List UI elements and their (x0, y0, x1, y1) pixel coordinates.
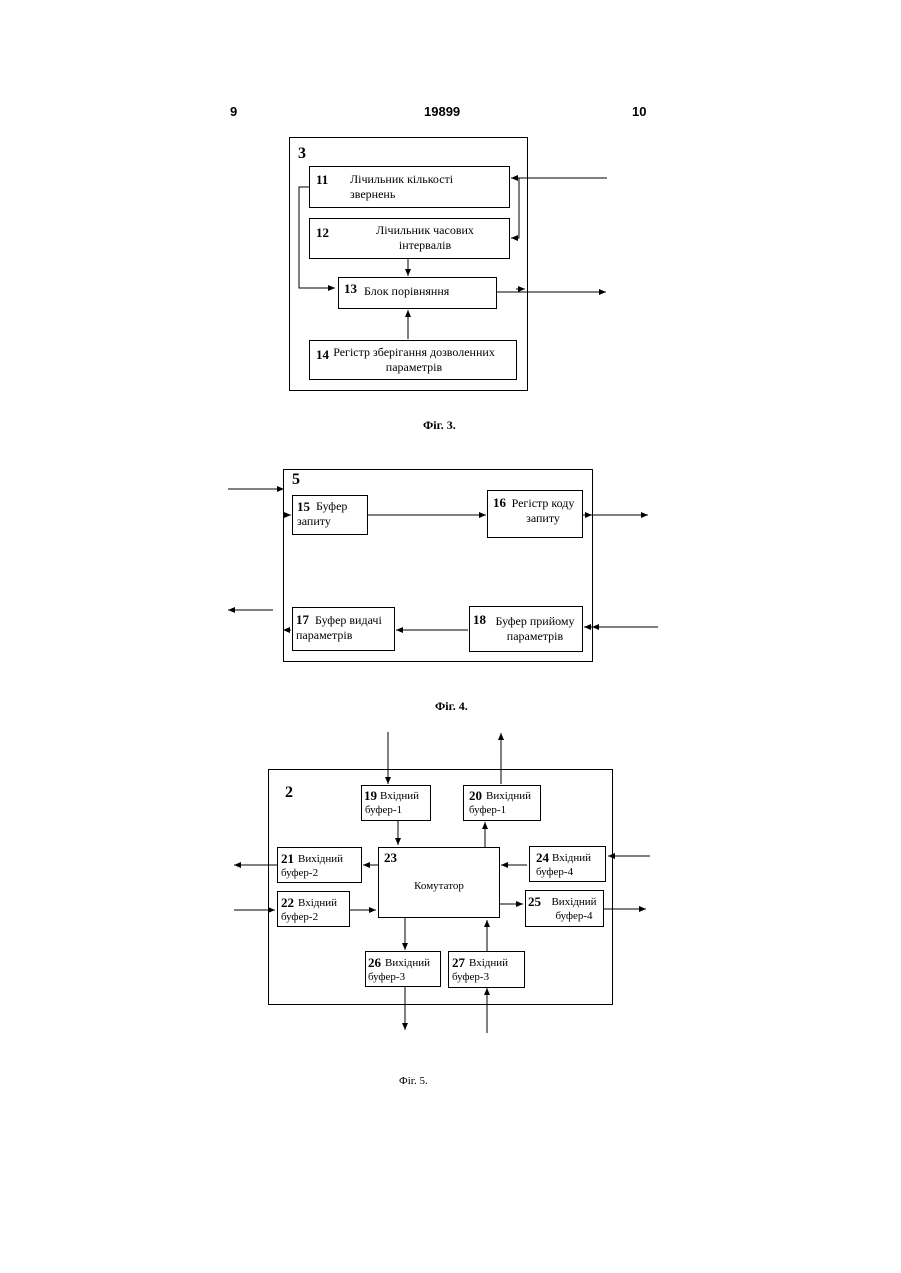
block-number: 25 (528, 894, 541, 910)
fig3-caption: Фіг. 3. (423, 418, 456, 433)
page-number-left: 9 (230, 104, 237, 119)
block-number: 18 (473, 612, 486, 628)
fig5-caption: Фіг. 5. (399, 1074, 428, 1089)
fig3-block-number: 3 (298, 145, 306, 163)
fig5-block-21: 21 Вихідний буфер-2 (277, 847, 362, 883)
block-label: Вихідний буфер-1 (469, 789, 539, 817)
fig4-block-number: 5 (292, 471, 300, 489)
fig4-block-16: 16 Регістр коду запиту (487, 490, 583, 538)
fig5-block-27: 27 Вхідний буфер-3 (448, 951, 525, 988)
fig5-block-26: 26 Вихідний буфер-3 (365, 951, 441, 987)
block-label: Вихідний буфер-4 (544, 895, 604, 923)
fig3-block-12: 12 Лічильник часових інтервалів (309, 218, 510, 259)
block-label: Вхідний буфер-3 (452, 956, 524, 984)
block-label: Буфер видачі параметрів (296, 613, 394, 643)
block-label: Вихідний буфер-3 (368, 956, 440, 984)
block-number: 13 (344, 281, 357, 297)
fig4-block-17: 17 Буфер видачі параметрів (292, 607, 395, 651)
fig5-block-25: 25 Вихідний буфер-4 (525, 890, 604, 927)
page-number-right: 10 (632, 104, 646, 119)
block-label: Комутатор (379, 879, 499, 894)
fig5-block-number: 2 (285, 784, 293, 802)
block-label: Вхідний буфер-2 (281, 896, 349, 924)
block-label: Блок порівняння (364, 284, 494, 299)
patent-number: 19899 (424, 104, 460, 119)
fig5-block-19: 19 Вхідний буфер-1 (361, 785, 431, 821)
fig3-block-11: 11 Лічильник кількості звернень (309, 166, 510, 208)
fig5-block-22: 22 Вхідний буфер-2 (277, 891, 350, 927)
block-number: 12 (316, 225, 329, 241)
fig3-block-13: 13 Блок порівняння (338, 277, 497, 309)
fig5-block-24: 24 Вхідний буфер-4 (529, 846, 606, 882)
block-label: Лічильник часових інтервалів (350, 223, 500, 253)
block-number: 11 (316, 172, 328, 188)
block-label: Буфер прийому параметрів (488, 614, 582, 644)
fig3-block-14: 14 Регістр зберігання дозволенних параме… (309, 340, 517, 380)
block-label: Буфер запиту (297, 499, 367, 529)
block-number: 23 (384, 850, 397, 866)
block-label: Вхідний буфер-1 (365, 789, 431, 817)
block-label: Регістр зберігання дозволенних параметрі… (312, 345, 516, 375)
fig5-block-23: 23 Комутатор (378, 847, 500, 918)
fig4-caption: Фіг. 4. (435, 699, 468, 714)
block-label: Лічильник кількості звернень (350, 172, 470, 202)
fig4-block-18: 18 Буфер прийому параметрів (469, 606, 583, 652)
fig4-block-15: 15 Буфер запиту (292, 495, 368, 535)
fig5-block-20: 20 Вихідний буфер-1 (463, 785, 541, 821)
block-label: Регістр коду запиту (504, 496, 582, 526)
block-label: Вхідний буфер-4 (536, 851, 606, 879)
block-label: Вихідний буфер-2 (281, 852, 361, 880)
